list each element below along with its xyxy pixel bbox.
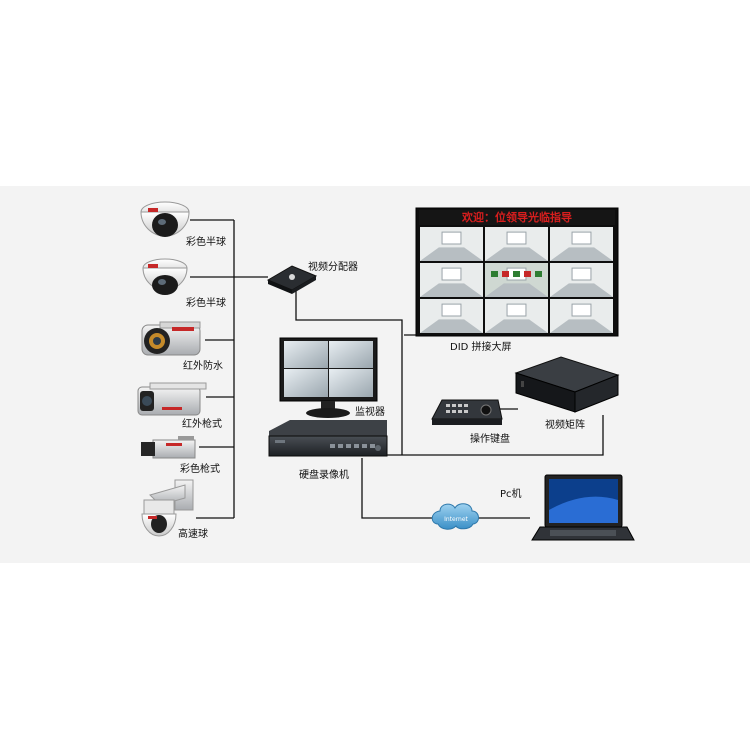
label-did-wall: DID 拼接大屏 bbox=[450, 340, 512, 353]
box-camera-icon bbox=[141, 436, 196, 459]
label-monitor: 监视器 bbox=[355, 405, 385, 418]
cloud-icon bbox=[431, 503, 479, 530]
label-video-splitter: 视频分配器 bbox=[308, 260, 358, 273]
matrix-icon bbox=[514, 356, 620, 413]
wall-marquee-text: 欢迎：位领导光临指导 bbox=[461, 210, 572, 224]
video-wall-tile bbox=[420, 263, 483, 297]
video-wall-tile bbox=[485, 227, 548, 261]
label-dome-color-2: 彩色半球 bbox=[186, 296, 226, 309]
video-wall-icon bbox=[415, 207, 619, 337]
video-wall-tile bbox=[550, 299, 613, 333]
laptop-icon bbox=[531, 474, 635, 541]
video-wall-tile bbox=[420, 299, 483, 333]
video-wall-tile bbox=[485, 263, 548, 297]
label-dome-color-1: 彩色半球 bbox=[186, 235, 226, 248]
ir-camera-icon bbox=[141, 321, 201, 356]
label-internet: Internet bbox=[444, 516, 468, 523]
label-pc: Pc机 bbox=[500, 487, 522, 500]
video-wall-tile bbox=[550, 227, 613, 261]
label-speed-dome: 高速球 bbox=[178, 527, 208, 540]
video-wall-tile bbox=[485, 299, 548, 333]
splitter-icon bbox=[266, 265, 318, 294]
label-dvr: 硬盘录像机 bbox=[299, 468, 349, 481]
monitor-icon bbox=[279, 337, 378, 418]
dome-camera-icon bbox=[140, 201, 190, 237]
label-ir-bullet: 红外枪式 bbox=[182, 417, 222, 430]
video-wall-tile bbox=[420, 227, 483, 261]
keyboard-icon bbox=[431, 399, 503, 425]
label-ir-waterproof: 红外防水 bbox=[183, 359, 223, 372]
label-keyboard: 操作键盘 bbox=[470, 432, 510, 445]
connection-lines bbox=[190, 219, 604, 519]
video-wall-tile bbox=[550, 263, 613, 297]
label-video-matrix: 视频矩阵 bbox=[545, 418, 585, 431]
dvr-icon bbox=[268, 420, 388, 457]
label-color-bullet: 彩色枪式 bbox=[180, 462, 220, 475]
bullet-camera-icon bbox=[137, 382, 207, 416]
speed-dome-icon bbox=[141, 479, 194, 537]
dome-camera-icon bbox=[142, 258, 188, 295]
